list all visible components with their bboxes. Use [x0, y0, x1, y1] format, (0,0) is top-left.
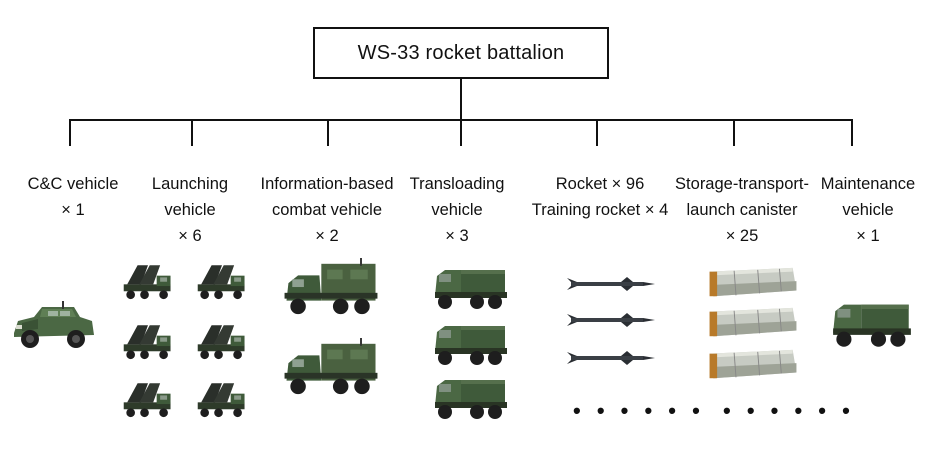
- unit-rocket-line-2: Training rocket × 4: [531, 201, 669, 219]
- maintenance-truck-icon: [830, 296, 914, 350]
- rocket-icon: [566, 276, 658, 292]
- canister-icon: [704, 306, 802, 340]
- unit-launching-line-1: Launching: [151, 175, 229, 193]
- unit-launching-line-3: × 6: [178, 227, 202, 245]
- launcher-vehicle-icon: [122, 258, 174, 302]
- unit-rocket-line-1: Rocket × 96: [555, 175, 645, 193]
- transloader-truck-icon: [433, 318, 509, 368]
- launcher-vehicle-icon: [196, 376, 248, 420]
- root-node: WS-33 rocket battalion: [313, 27, 609, 79]
- root-label: WS-33 rocket battalion: [357, 41, 565, 64]
- unit-canister-line-3: × 25: [725, 227, 759, 245]
- canister-icon: [704, 266, 802, 300]
- humvee-icon: [8, 295, 98, 355]
- unit-info-line-1: Information-based: [260, 175, 394, 193]
- launcher-vehicle-icon: [122, 318, 174, 362]
- unit-canister: Storage-transport- launch canister × 25: [662, 171, 822, 249]
- unit-info: Information-based combat vehicle × 2: [247, 171, 407, 249]
- unit-transload-line-3: × 3: [445, 227, 469, 245]
- unit-maint: Maintenance vehicle × 1: [788, 171, 940, 249]
- unit-info-line-3: × 2: [315, 227, 339, 245]
- unit-cc: C&C vehicle × 1: [0, 171, 153, 223]
- unit-transload-line-1: Transloading: [409, 175, 505, 193]
- launcher-vehicle-icon: [196, 318, 248, 362]
- command-truck-icon: [282, 258, 380, 318]
- unit-canister-line-2: launch canister: [686, 201, 798, 219]
- unit-info-line-2: combat vehicle: [271, 201, 383, 219]
- rocket-icon: [566, 312, 658, 328]
- command-truck-icon: [282, 338, 380, 398]
- unit-launching-line-2: vehicle: [164, 201, 216, 219]
- unit-launching: Launching vehicle × 6: [110, 171, 270, 249]
- rocket-icon: [566, 350, 658, 366]
- transloader-truck-icon: [433, 372, 509, 422]
- unit-cc-line-1: C&C vehicle: [27, 175, 119, 193]
- unit-maint-line-2: vehicle: [842, 201, 894, 219]
- canister-icon: [704, 348, 802, 382]
- canister-ellipsis: • • • • • •: [723, 398, 855, 423]
- unit-rocket: Rocket × 96 Training rocket × 4: [520, 171, 680, 223]
- launcher-vehicle-icon: [122, 376, 174, 420]
- launcher-vehicle-icon: [196, 258, 248, 302]
- transloader-truck-icon: [433, 262, 509, 312]
- unit-canister-line-1: Storage-transport-: [675, 175, 809, 193]
- unit-maint-line-3: × 1: [856, 227, 880, 245]
- unit-transload-line-2: vehicle: [431, 201, 483, 219]
- rocket-ellipsis: • • • • • •: [573, 398, 705, 423]
- unit-transload: Transloading vehicle × 3: [377, 171, 537, 249]
- unit-cc-line-2: × 1: [61, 201, 85, 219]
- unit-maint-line-1: Maintenance: [820, 175, 916, 193]
